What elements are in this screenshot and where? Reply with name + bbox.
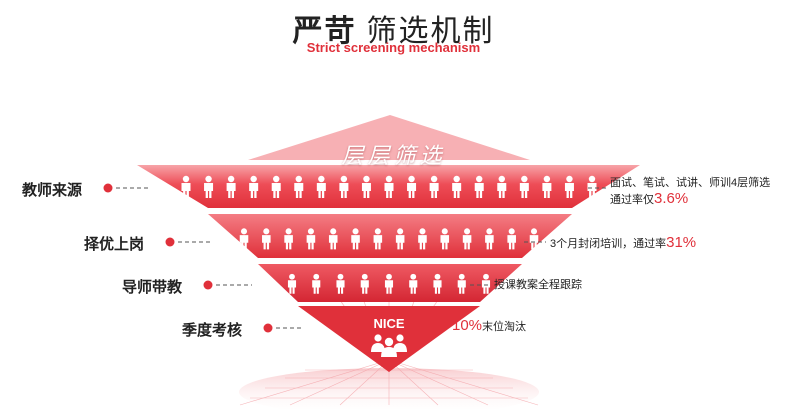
person-icon — [312, 273, 321, 294]
group-people-icon — [371, 334, 407, 357]
person-icon — [485, 228, 494, 250]
person-icon — [204, 175, 214, 198]
person-icon — [481, 273, 491, 294]
person-icon — [542, 175, 552, 198]
person-icon — [339, 175, 349, 198]
person-icon — [249, 175, 259, 198]
person-icon — [361, 175, 371, 198]
funnel-title: 层层筛选 — [341, 144, 446, 169]
person-icon — [373, 228, 383, 250]
note-level-1-line1: 面试、笔试、试讲、师训4层筛选 — [610, 177, 771, 189]
person-icon — [262, 228, 271, 250]
pass-rate-2: 31% — [666, 234, 697, 251]
person-icon — [429, 175, 439, 198]
person-icon — [336, 273, 345, 294]
person-icon — [181, 175, 191, 198]
label-select-best: 择优上岗 — [84, 236, 145, 253]
elimination-rate: 10% — [452, 317, 483, 334]
person-icon — [360, 273, 369, 294]
note-level-2: 3个月封闭培训，通过率31% — [550, 234, 697, 251]
person-icon — [316, 175, 326, 198]
person-icon — [507, 228, 516, 250]
person-icon — [384, 273, 394, 294]
person-icon — [287, 273, 297, 294]
person-icon — [587, 175, 597, 198]
person-icon — [239, 228, 249, 250]
people-row-3 — [287, 273, 491, 294]
person-icon — [564, 175, 574, 198]
note-level-3: 授课教案全程跟踪 — [494, 279, 582, 291]
person-icon — [418, 228, 427, 250]
person-icon — [306, 228, 316, 250]
person-icon — [407, 175, 417, 198]
title-rest: 筛选机制 — [366, 14, 495, 49]
person-icon — [497, 175, 507, 198]
title-bold: 严苛 — [292, 14, 357, 49]
person-icon — [294, 175, 304, 198]
person-icon — [226, 175, 236, 198]
label-teacher-source: 教师来源 — [22, 182, 83, 199]
left-connectors — [103, 183, 304, 333]
person-icon — [433, 273, 442, 294]
pass-rate-1: 3.6% — [654, 190, 689, 207]
person-icon — [519, 175, 529, 198]
person-icon — [474, 175, 484, 198]
person-icon — [457, 273, 466, 294]
people-row-2 — [239, 228, 539, 250]
person-icon — [384, 175, 394, 198]
person-icon — [351, 228, 360, 250]
note-level-1-line2: 通过率仅3.6% — [610, 190, 689, 207]
note-level-1: 面试、笔试、试讲、师训4层筛选 通过率仅3.6% — [610, 176, 770, 208]
person-icon — [452, 175, 462, 198]
person-icon — [284, 228, 293, 250]
prism-top — [248, 115, 530, 160]
label-quarterly-review: 季度考核 — [182, 322, 243, 339]
nice-badge: NICE — [373, 316, 405, 331]
person-icon — [271, 175, 281, 198]
people-row-1 — [181, 175, 597, 198]
person-icon — [395, 228, 405, 250]
person-icon — [440, 228, 450, 250]
funnel-band-2 — [208, 214, 572, 258]
person-icon — [409, 273, 418, 294]
note-level-4: 10%末位淘汰 — [452, 317, 527, 334]
person-icon — [328, 228, 338, 250]
right-connectors — [470, 187, 606, 286]
page-subtitle: Strict screening mechanism — [306, 40, 481, 55]
page-title: 严苛筛选机制 — [0, 6, 787, 50]
person-icon — [462, 228, 472, 250]
label-mentor: 导师带教 — [122, 279, 183, 296]
